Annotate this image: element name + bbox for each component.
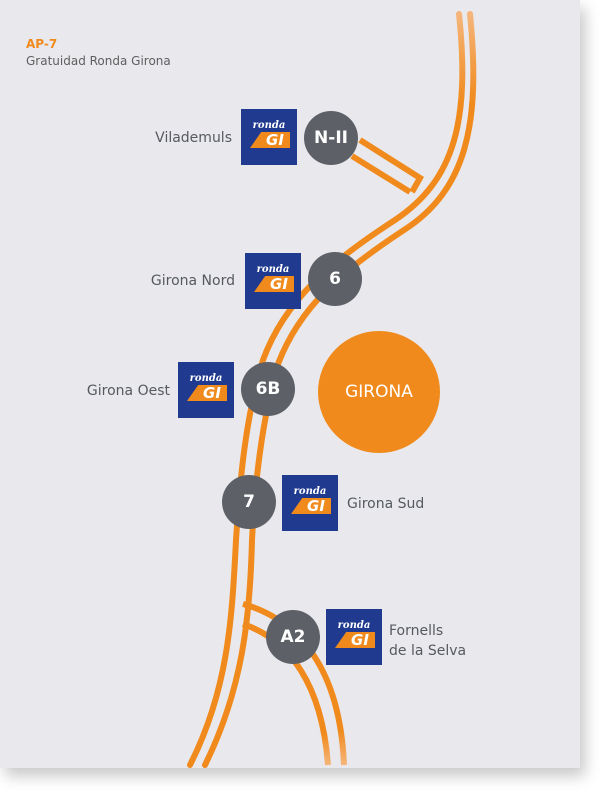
exit-marker-n-ii[interactable]: N-II bbox=[304, 111, 358, 165]
header-title: AP-7 bbox=[26, 37, 58, 51]
exit-marker-7[interactable]: 7 bbox=[222, 475, 276, 529]
logo-gi-text: GI bbox=[203, 384, 221, 402]
branch-road-a2 bbox=[242, 601, 347, 766]
logo-swoosh bbox=[250, 132, 290, 148]
logo-gi-text: GI bbox=[307, 497, 325, 515]
ronda-gi-logo: ronda GI bbox=[282, 475, 338, 531]
logo-gi-text: GI bbox=[266, 131, 284, 149]
exit-marker-6b[interactable]: 6B bbox=[241, 362, 295, 416]
city-girona: GIRONA bbox=[318, 331, 440, 453]
logo-swoosh bbox=[291, 498, 331, 514]
exit-label-line-2: de la Selva bbox=[389, 643, 467, 659]
logo-ronda-text: ronda bbox=[256, 264, 290, 275]
link-road-n-ii bbox=[350, 137, 425, 195]
ronda-gi-logo: ronda GI bbox=[326, 609, 382, 665]
logo-gi-text: GI bbox=[270, 275, 288, 293]
ronda-gi-logo: ronda GI bbox=[245, 253, 301, 309]
logo-ronda-text: ronda bbox=[189, 373, 223, 384]
header-subtitle: Gratuidad Ronda Girona bbox=[26, 54, 171, 68]
road-diagram bbox=[187, 11, 477, 768]
logo-swoosh bbox=[335, 632, 375, 648]
exit-label-vilademuls: Vilademuls bbox=[155, 130, 232, 146]
exit-label-girona-oest: Girona Oest bbox=[86, 383, 170, 399]
logo-swoosh bbox=[254, 276, 294, 292]
logo-ronda-text: ronda bbox=[252, 120, 286, 131]
logo-ronda-text: ronda bbox=[337, 620, 371, 631]
map-panel: AP-7 Gratuidad Ronda Girona GIRONA Vilad… bbox=[0, 0, 580, 768]
logo-swoosh bbox=[187, 385, 227, 401]
exit-label-fornells-de-la-selva: Fornells de la Selva bbox=[389, 621, 466, 661]
exit-label-girona-sud: Girona Sud bbox=[347, 496, 425, 512]
ronda-gi-logo: ronda GI bbox=[241, 109, 297, 165]
exit-marker-a2[interactable]: A2 bbox=[266, 610, 320, 664]
logo-ronda-text: ronda bbox=[293, 486, 327, 497]
main-road-carriageway-west bbox=[187, 11, 466, 768]
header: AP-7 Gratuidad Ronda Girona bbox=[26, 36, 171, 69]
exit-label-girona-nord: Girona Nord bbox=[150, 273, 235, 289]
logo-gi-text: GI bbox=[351, 631, 369, 649]
ronda-gi-logo: ronda GI bbox=[178, 362, 234, 418]
exit-marker-6[interactable]: 6 bbox=[308, 252, 362, 306]
exit-label-line-1: Fornells bbox=[389, 623, 444, 639]
